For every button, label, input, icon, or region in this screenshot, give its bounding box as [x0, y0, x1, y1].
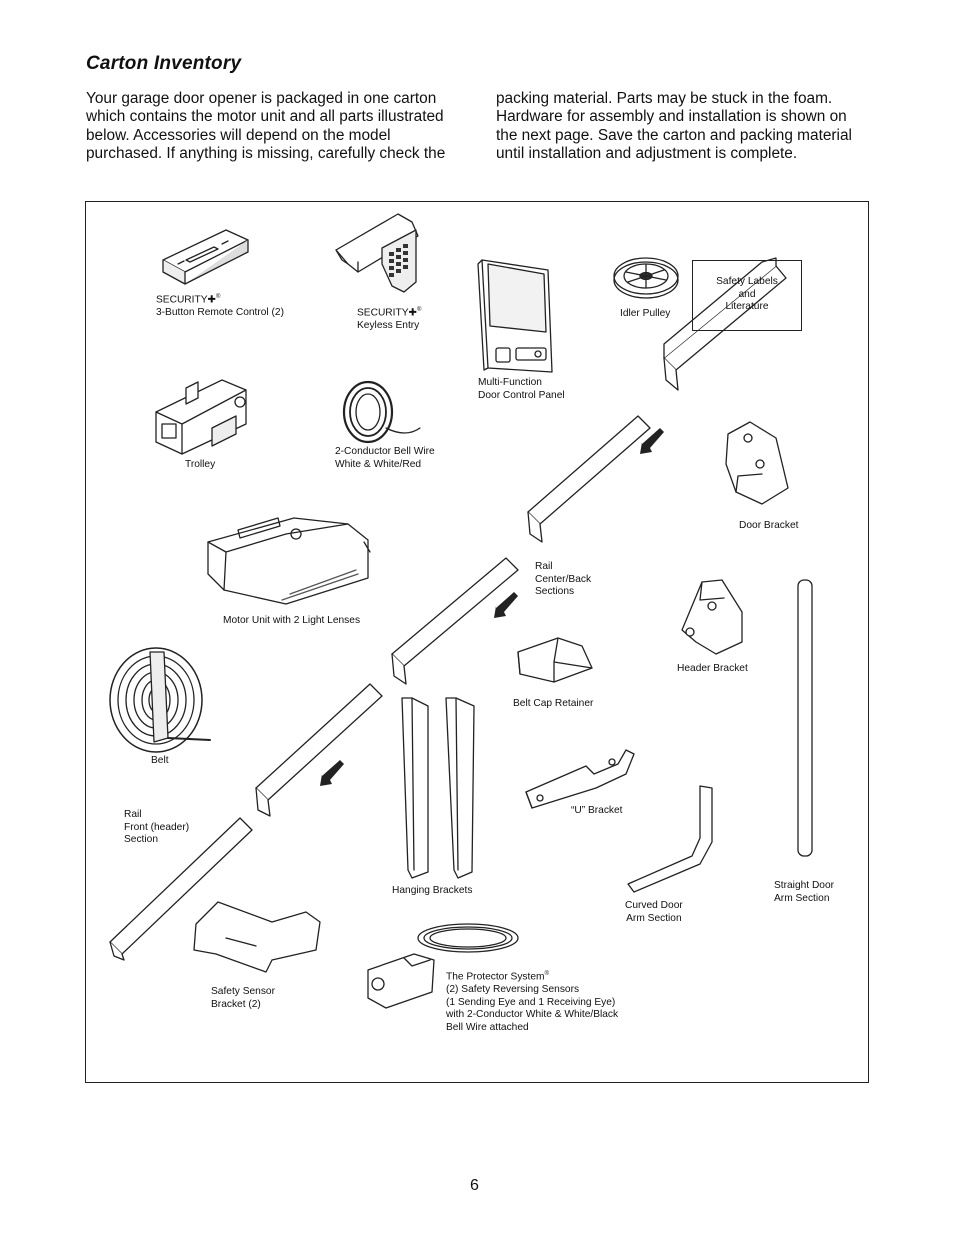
straight-arm-image	[797, 579, 813, 857]
label-curved-arm: Curved Door Arm Section	[625, 900, 683, 924]
intro-text-column-2: packing material. Parts may be stuck in …	[496, 90, 852, 163]
idler-pulley-image	[613, 257, 679, 299]
sensor-bracket-image	[193, 901, 321, 973]
label-straight-arm: Straight Door Arm Section	[774, 880, 835, 904]
label-hanging-brackets: Hanging Brackets	[392, 885, 473, 896]
header-bracket-image	[681, 579, 743, 655]
parts-drawing	[109, 213, 813, 1009]
label-literature: Safety Labels and Literature	[716, 276, 778, 313]
label-trolley: Trolley	[185, 459, 216, 470]
safety-sensor-image	[367, 923, 519, 1009]
motor-unit-image	[207, 517, 371, 605]
label-protector-system: The Protector System®(2) Safety Reversin…	[446, 971, 619, 1033]
label-belt-cap: Belt Cap Retainer	[513, 698, 594, 709]
curved-arm-image	[627, 785, 713, 893]
label-control-panel: Multi-Function Door Control Panel	[478, 377, 565, 401]
hanging-brackets-image	[401, 697, 475, 879]
belt-cap-retainer-image	[517, 637, 593, 683]
label-rail-front: Rail Front (header) Section	[124, 809, 190, 846]
belt-image	[109, 647, 211, 753]
label-remote-control: SECURITY✚®3-Button Remote Control (2)	[156, 294, 284, 318]
remote-control-image	[162, 229, 249, 285]
u-bracket-image	[525, 749, 635, 809]
label-sensor-bracket: Safety Sensor Bracket (2)	[211, 986, 275, 1010]
rail-sections-image	[109, 257, 787, 961]
parts-illustration-frame: SECURITY✚®3-Button Remote Control (2) SE…	[85, 201, 869, 1083]
door-control-panel-image	[477, 259, 553, 373]
keyless-entry-image	[335, 213, 419, 293]
label-idler-pulley: Idler Pulley	[620, 308, 671, 319]
label-keyless-entry: SECURITY✚®Keyless Entry	[357, 307, 422, 331]
label-motor-unit: Motor Unit with 2 Light Lenses	[223, 615, 361, 626]
literature-box: Safety Labels and Literature	[692, 260, 802, 331]
trolley-image	[155, 379, 247, 455]
rail-arrows	[320, 428, 664, 786]
label-door-bracket: Door Bracket	[739, 520, 799, 531]
label-header-bracket: Header Bracket	[677, 663, 748, 674]
label-u-bracket: “U” Bracket	[571, 805, 623, 816]
label-rail-center: Rail Center/Back Sections	[535, 561, 592, 598]
label-belt: Belt	[151, 755, 169, 766]
bell-wire-image	[342, 380, 421, 444]
page-number: 6	[470, 1177, 479, 1194]
label-bell-wire: 2-Conductor Bell Wire White & White/Red	[335, 446, 435, 470]
intro-text-column-1: Your garage door opener is packaged in o…	[86, 90, 446, 163]
section-title: Carton Inventory	[86, 53, 242, 74]
door-bracket-image	[725, 421, 789, 505]
